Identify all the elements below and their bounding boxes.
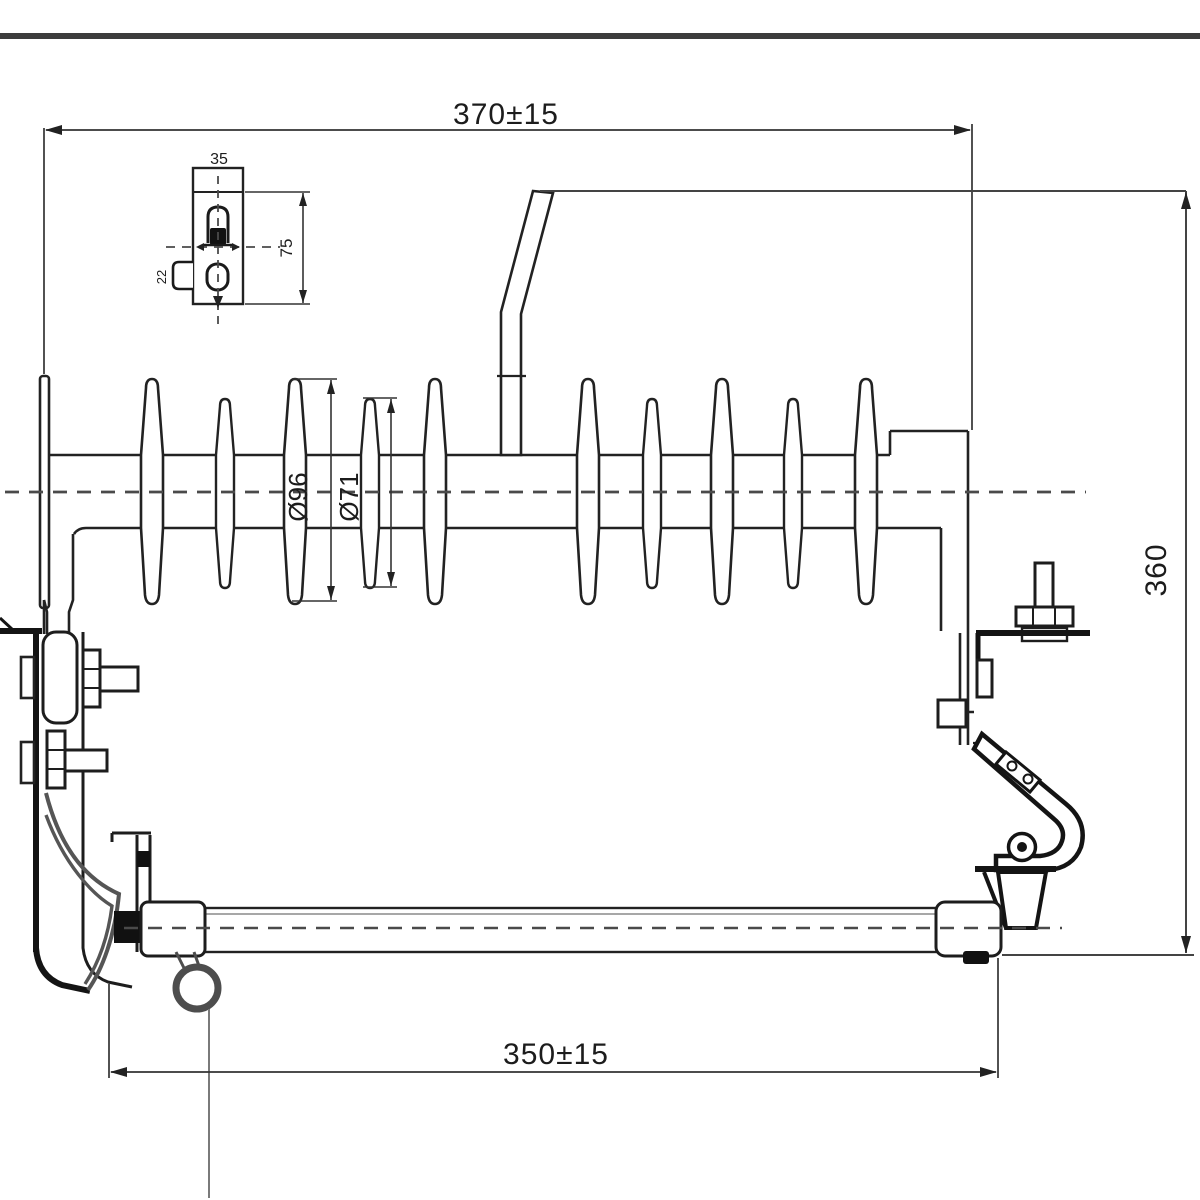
mounting-bracket-right bbox=[936, 561, 1090, 745]
hex-bolt-head bbox=[45, 729, 67, 790]
detail-bottom-arrow bbox=[213, 296, 223, 308]
tube-cap-contact-tab bbox=[963, 951, 989, 964]
bracket-inner-face bbox=[81, 632, 133, 989]
dim-label-large-shed: Ø96 bbox=[283, 472, 313, 521]
detail-centerline-tick bbox=[196, 243, 204, 251]
top-border-rule bbox=[0, 33, 1200, 39]
arrowhead-down bbox=[327, 586, 335, 600]
arrowhead-left bbox=[110, 1067, 127, 1077]
bolt-shank bbox=[63, 748, 109, 773]
tab-hole bbox=[1022, 773, 1034, 785]
core-bottom-line bbox=[72, 526, 941, 535]
weather-shed-small bbox=[214, 397, 236, 590]
bracket-clip-left bbox=[936, 698, 968, 729]
tab-hole bbox=[1006, 760, 1018, 772]
dim-label-detail-tab: 22 bbox=[154, 270, 169, 284]
left-end-fitting bbox=[42, 534, 75, 634]
weather-shed-large bbox=[709, 377, 735, 606]
arrowhead-up bbox=[299, 193, 307, 206]
dimension-large-shed bbox=[292, 378, 337, 602]
bolt-shank bbox=[98, 665, 140, 693]
weather-shed-small bbox=[641, 397, 663, 590]
small-weather-sheds bbox=[214, 397, 804, 590]
dim-label-detail-height: 75 bbox=[277, 239, 296, 258]
bracket-clip-right bbox=[975, 658, 994, 699]
bracket-clamp-plate bbox=[41, 630, 79, 725]
hex-bolt-head bbox=[81, 648, 102, 709]
mounting-bracket-left bbox=[0, 616, 140, 994]
bolt-washer bbox=[19, 740, 36, 785]
detail-centerline-tick bbox=[232, 243, 240, 251]
arrowhead-left bbox=[45, 125, 62, 135]
weather-shed-large bbox=[422, 377, 448, 606]
dim-label-detail-width: 35 bbox=[210, 151, 228, 168]
bracket-bottom-curve bbox=[33, 947, 91, 994]
arrowhead-down bbox=[299, 290, 307, 303]
bolt-washer bbox=[19, 655, 36, 700]
arrowhead-down bbox=[1181, 936, 1191, 953]
dim-label-bottom-width: 350±15 bbox=[503, 1038, 609, 1071]
arrowhead-right bbox=[980, 1067, 997, 1077]
arrowhead-right bbox=[954, 125, 971, 135]
arrowhead-down bbox=[387, 572, 395, 586]
arrowhead-up bbox=[327, 380, 335, 394]
support-arm-inner bbox=[44, 814, 114, 985]
support-arm-outer bbox=[44, 792, 122, 992]
dim-label-overall-height: 360 bbox=[1140, 543, 1173, 596]
right-end-fitting bbox=[888, 429, 974, 745]
dimension-top-width bbox=[43, 124, 973, 430]
pull-ring bbox=[172, 963, 222, 1013]
weather-shed-small bbox=[782, 397, 804, 590]
hinge-pin-block bbox=[137, 851, 150, 867]
dim-label-small-shed: Ø71 bbox=[334, 472, 364, 521]
arrowhead-up bbox=[1181, 192, 1191, 209]
latch-lower-jaw bbox=[995, 870, 1049, 930]
latch-pivot-pin bbox=[1017, 842, 1027, 852]
detail-side-tab bbox=[171, 260, 193, 291]
dimension-bottom-width bbox=[108, 958, 999, 1078]
weather-shed-large bbox=[853, 377, 879, 606]
dim-label-top-width: 370±15 bbox=[453, 98, 559, 131]
dimension-overall-height bbox=[540, 190, 1194, 956]
latch-assembly bbox=[971, 730, 1085, 930]
dimension-small-shed bbox=[363, 397, 397, 588]
top-terminal-stem bbox=[499, 189, 555, 457]
arrowhead-up bbox=[387, 399, 395, 413]
hex-nut bbox=[1014, 605, 1075, 628]
threaded-stud bbox=[1033, 561, 1055, 610]
detail-view-bracket-plate: 75 35 22 bbox=[154, 151, 310, 326]
